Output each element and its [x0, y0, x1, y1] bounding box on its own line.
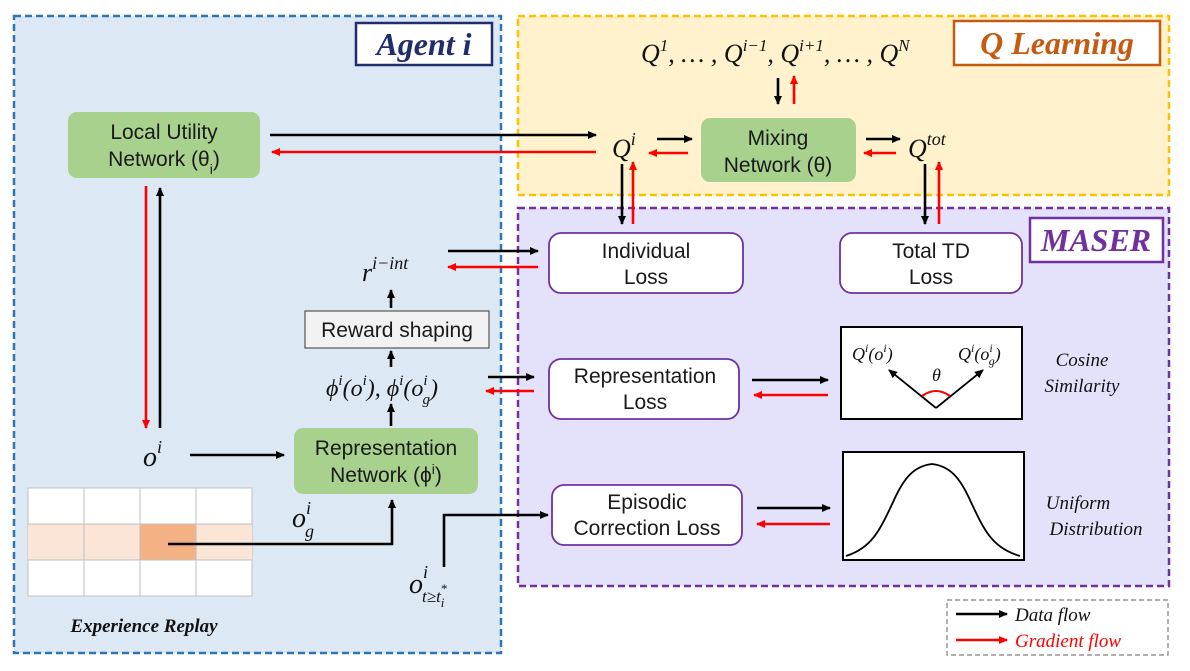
- individual-loss-box: [548, 232, 744, 294]
- q-learning-title: Q Learning: [980, 25, 1134, 61]
- cosine-note-1: Cosine: [1056, 350, 1109, 371]
- cosine-vector-left: [888, 369, 937, 409]
- mixing-label-1: Mixing: [748, 127, 809, 150]
- representation-network-label-2: Network (ϕi): [330, 461, 442, 487]
- total-td-loss-label-1: Total TD: [892, 240, 970, 263]
- cosine-theta: θ: [932, 365, 941, 385]
- cosine-note-2: Similarity: [1045, 376, 1121, 397]
- agent-title: Agent i: [374, 26, 471, 62]
- qi-label: Qi: [612, 129, 636, 163]
- mixing-label-2: Network (θ): [724, 154, 833, 177]
- replay-selected-cell: [140, 524, 196, 560]
- representation-loss-box: [548, 358, 740, 420]
- legend-data-flow-label: Data flow: [1014, 605, 1091, 626]
- episodic-loss-label-2: Correction Loss: [573, 517, 720, 540]
- uniform-note-1: Uniform: [1046, 493, 1110, 514]
- representation-loss-label-2: Loss: [623, 391, 667, 414]
- legend: Data flow Gradient flow: [946, 599, 1169, 656]
- qtot-label: Qtot: [908, 129, 947, 163]
- maser-title-box: [1028, 216, 1165, 264]
- representation-network: [294, 428, 478, 494]
- individual-loss-label-1: Individual: [602, 240, 691, 263]
- local-utility-label-1: Local Utility: [110, 121, 218, 144]
- mixing-network: [701, 118, 856, 182]
- total-td-loss-label-2: Loss: [909, 266, 953, 289]
- representation-network-label-1: Representation: [315, 437, 457, 460]
- maser-title: MASER: [1040, 222, 1151, 258]
- flow-arrows: [142, 75, 943, 567]
- episodic-loss-box: [551, 484, 743, 546]
- q-learning-title-box: [952, 19, 1162, 67]
- total-td-loss-box: [839, 232, 1023, 294]
- reward-shaping-label: Reward shaping: [321, 319, 473, 342]
- cosine-vector-right: [935, 369, 984, 409]
- uniform-note-2: Distribution: [1049, 519, 1143, 540]
- episodic-loss-label-1: Episodic: [607, 491, 686, 514]
- o-i-label: oi: [143, 437, 162, 473]
- representation-loss-label-1: Representation: [574, 365, 716, 388]
- local-utility-label-2: Network (θi): [108, 148, 220, 177]
- reward-shaping-box: [304, 310, 490, 349]
- distribution-curve: [845, 463, 1021, 557]
- cosine-angle-arc: [921, 390, 951, 397]
- local-utility-network: [68, 112, 260, 178]
- experience-replay-grid: [27, 487, 253, 597]
- experience-replay-label: Experience Replay: [69, 616, 218, 637]
- cosine-q-left: Qi(oi): [852, 341, 893, 365]
- r-int-label: ri−int: [362, 253, 409, 287]
- individual-loss-label-2: Loss: [624, 266, 668, 289]
- legend-gradient-flow-label: Gradient flow: [1015, 631, 1121, 652]
- q-others-label: Q1, … , Qi−1, Qi+1, … , QN: [641, 36, 911, 68]
- agent-title-box: [354, 21, 494, 67]
